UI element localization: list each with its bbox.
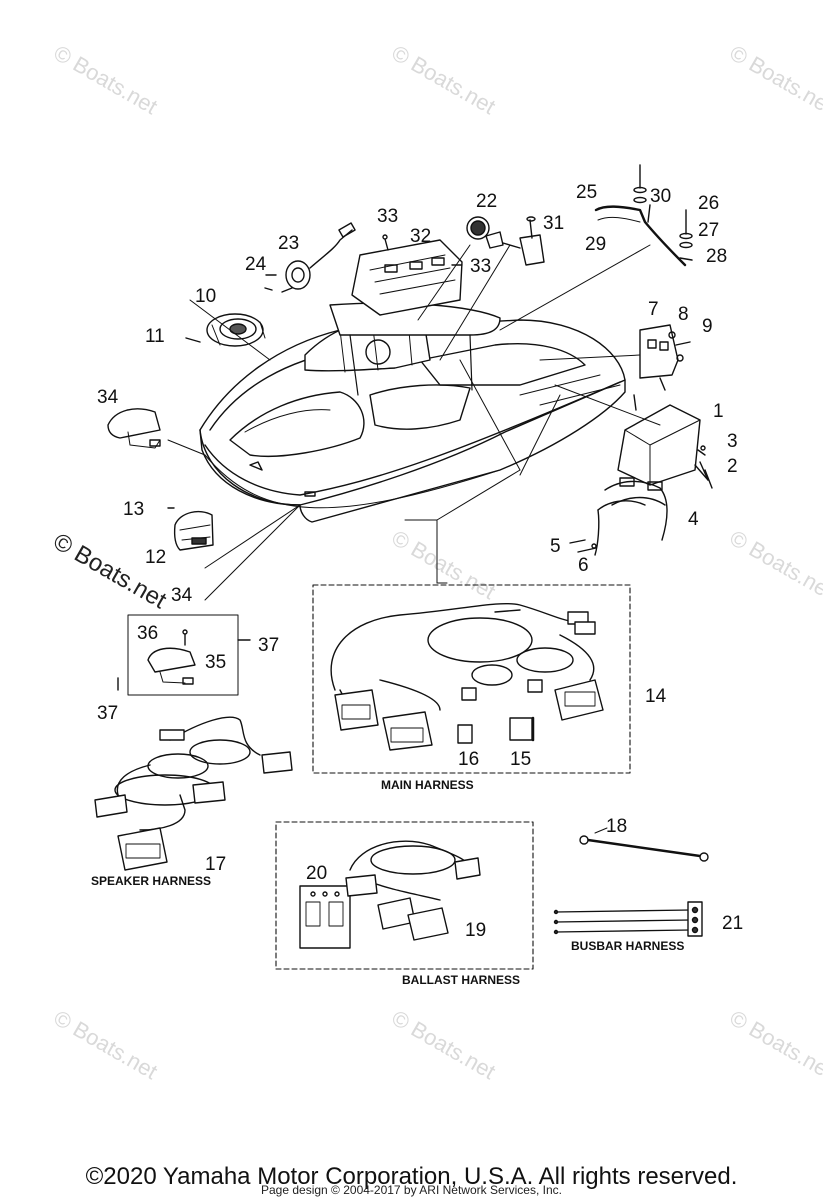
light-detail-box	[117, 614, 251, 696]
part-speaker	[206, 313, 266, 347]
callout-2: 2	[727, 456, 738, 477]
part-relay-block	[639, 324, 691, 391]
callout-10: 10	[195, 286, 216, 307]
callout-11: 11	[145, 326, 165, 347]
callout-15: 15	[510, 749, 531, 770]
ballast-harness-box	[275, 821, 534, 970]
callout-14: 14	[645, 686, 667, 707]
part-bracket	[594, 477, 668, 556]
callout-24: 24	[245, 254, 267, 275]
callout-20: 20	[306, 863, 327, 884]
part-cable	[579, 827, 709, 862]
part-ring	[466, 216, 490, 240]
part-screw	[185, 337, 201, 343]
part-nav-light	[167, 507, 214, 551]
callout-18: 18	[606, 816, 627, 837]
callout-26: 26	[698, 193, 719, 214]
callout-19: 19	[465, 920, 486, 941]
caption-speaker-harness: SPEAKER HARNESS	[91, 874, 211, 888]
page-credit: Page design © 2004-2017 by ARI Network S…	[260, 1183, 562, 1197]
part-control-box	[617, 394, 709, 486]
part-bolts	[569, 539, 597, 553]
callout-31: 31	[543, 213, 564, 234]
main-harness-box	[312, 584, 631, 774]
callout-21: 21	[722, 913, 743, 934]
callout-6: 6	[578, 555, 589, 576]
leader-lines	[167, 244, 661, 601]
callout-25: 25	[576, 182, 597, 203]
callout-37: 37	[258, 635, 279, 656]
part-switch	[485, 216, 545, 266]
callout-32: 32	[410, 226, 431, 247]
part-panel	[351, 234, 463, 316]
callout-17: 17	[205, 854, 226, 875]
callout-4: 4	[688, 509, 699, 530]
callout-16: 16	[458, 749, 479, 770]
callout-34b: 34	[171, 585, 193, 606]
callout-5: 5	[550, 536, 561, 557]
part-handle	[594, 164, 693, 267]
speaker-harness	[94, 716, 293, 871]
callout-37b: 37	[97, 703, 118, 724]
callout-34: 34	[97, 387, 119, 408]
callout-8: 8	[678, 304, 689, 325]
callout-12: 12	[145, 547, 166, 568]
callout-9: 9	[702, 316, 713, 337]
callout-33b: 33	[470, 256, 491, 277]
copyright-notice: ©2020 Yamaha Motor Corporation, U.S.A. A…	[85, 1163, 738, 1190]
callout-13: 13	[123, 499, 144, 520]
boat-hull	[199, 302, 626, 523]
callout-33: 33	[377, 206, 398, 227]
caption-busbar-harness: BUSBAR HARNESS	[571, 939, 684, 953]
callout-29: 29	[585, 234, 606, 255]
callout-36: 36	[137, 623, 158, 644]
callout-30: 30	[650, 186, 671, 207]
part-speaker-ring	[264, 222, 356, 293]
callout-3: 3	[727, 431, 738, 452]
busbar-harness	[553, 901, 703, 937]
callout-28: 28	[706, 246, 727, 267]
caption-main-harness: MAIN HARNESS	[381, 778, 474, 792]
callout-35: 35	[205, 652, 226, 673]
caption-ballast-harness: BALLAST HARNESS	[402, 973, 520, 987]
part-screws	[697, 445, 713, 489]
callout-1: 1	[713, 401, 724, 422]
callout-27: 27	[698, 220, 719, 241]
callout-22: 22	[476, 191, 497, 212]
callout-7: 7	[648, 299, 659, 320]
part-light	[107, 408, 161, 449]
parts-diagram: 1 2 3 4 5 6 7 8 9 10 11 12 13 14 15 16 1…	[91, 164, 743, 987]
callout-23: 23	[278, 233, 299, 254]
